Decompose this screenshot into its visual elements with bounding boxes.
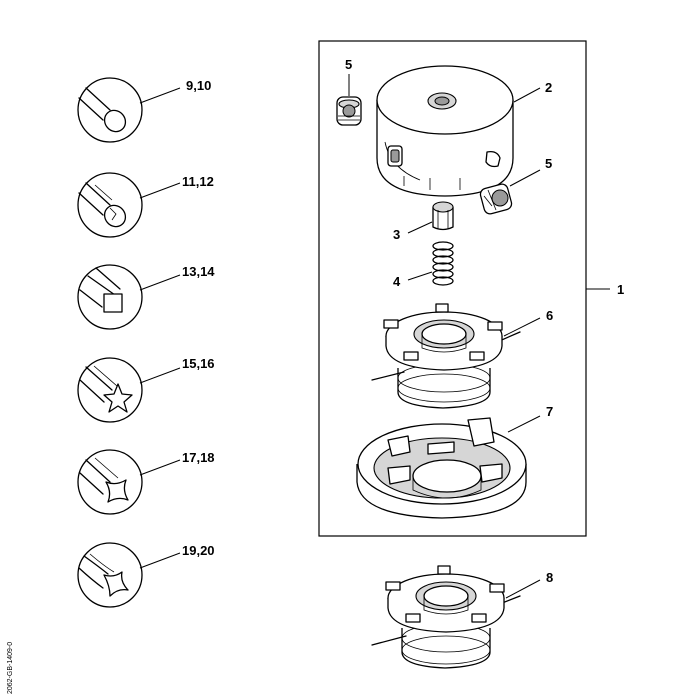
profile-label-notched: 11,12 (182, 174, 214, 189)
spool-alt-part (371, 565, 521, 669)
line-profile-star: 15,16 (77, 356, 215, 423)
label-housing: 2 (545, 80, 552, 95)
line-profile-cross: 17,18 (77, 449, 215, 515)
line-profile-notched: 11,12 (77, 172, 214, 238)
square-line-icon (79, 267, 123, 313)
notched-line-icon (78, 182, 127, 228)
spool-part (371, 303, 521, 409)
line-profile-twisted: 19,20 (77, 542, 215, 608)
profile-label-twisted: 19,20 (182, 543, 215, 558)
cover-part (356, 417, 527, 519)
document-id: 2062-GB-1409-0 (7, 642, 14, 694)
housing-part (376, 65, 514, 197)
label-eyelet-right: 5 (545, 156, 552, 171)
profile-label-square: 13,14 (182, 264, 215, 279)
line-profile-round: 9,10 (77, 77, 211, 143)
label-cover: 7 (546, 404, 553, 419)
eyelet-left-part (336, 96, 362, 126)
eyelet-right-part (479, 183, 513, 215)
star-line-icon (79, 365, 133, 413)
nut-part (432, 201, 454, 231)
line-profile-square: 13,14 (77, 264, 215, 330)
cross-line-icon (79, 457, 129, 503)
round-line-icon (78, 87, 127, 133)
profile-label-round: 9,10 (186, 78, 211, 93)
label-spring: 4 (393, 274, 401, 289)
profile-label-star: 15,16 (182, 356, 215, 371)
label-nut: 3 (393, 227, 400, 242)
spring-part (432, 241, 454, 286)
label-spool: 6 (546, 308, 553, 323)
label-spool-alt: 8 (546, 570, 553, 585)
label-assembly: 1 (617, 282, 624, 297)
profile-label-cross: 17,18 (182, 450, 215, 465)
twisted-line-icon (78, 553, 129, 597)
label-eyelet-left: 5 (345, 57, 352, 72)
